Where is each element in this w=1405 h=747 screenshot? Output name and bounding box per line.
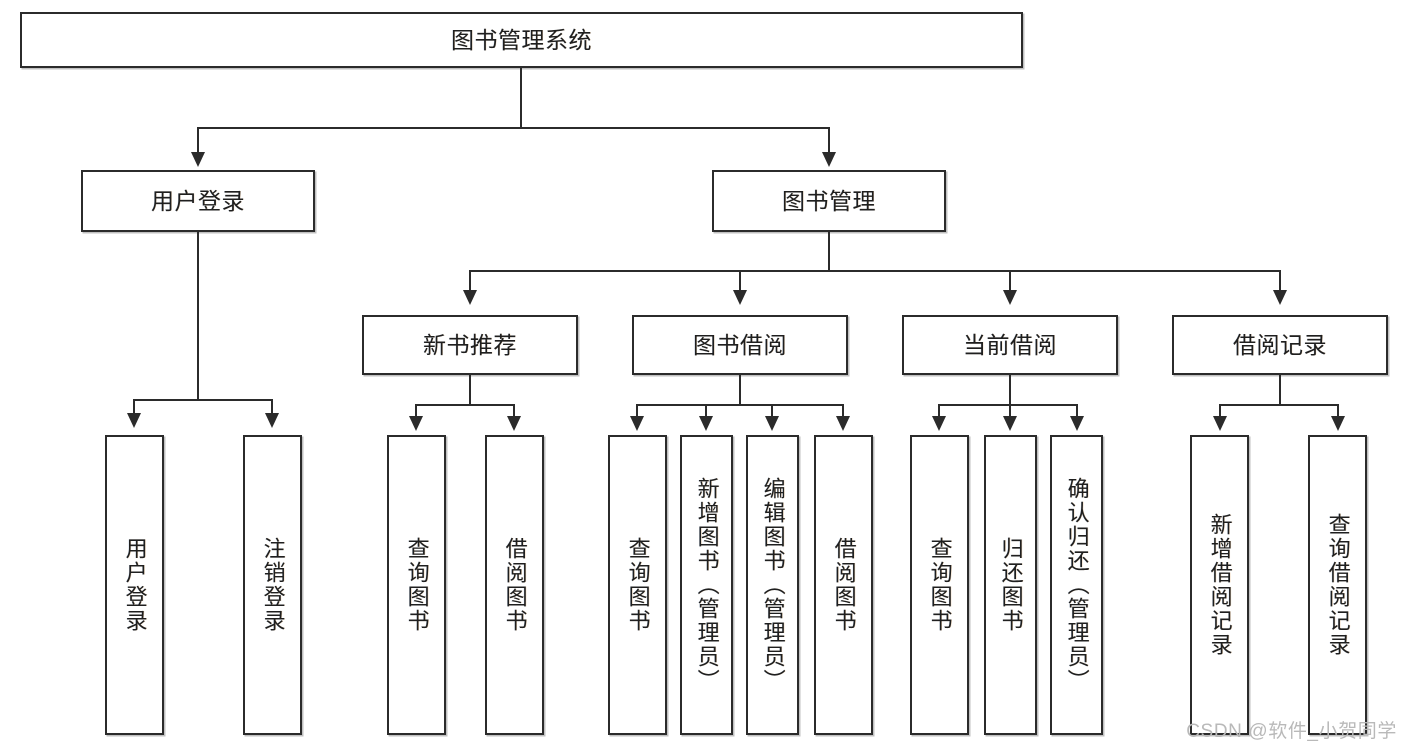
arrow-down-icon xyxy=(265,413,279,428)
leaf-return-book[interactable]: 归还图书 xyxy=(984,435,1037,735)
node-label: 查询图书 xyxy=(927,537,953,633)
node-book-management[interactable]: 图书管理 xyxy=(712,170,946,232)
node-label: 编辑图书（管理员） xyxy=(760,477,786,693)
node-label: 注销登录 xyxy=(260,537,286,633)
arrow-down-icon xyxy=(630,416,644,431)
arrow-down-icon xyxy=(409,416,423,431)
connector-record-bus xyxy=(1219,404,1338,406)
connector-userlogin-bus xyxy=(133,399,271,401)
arrow-down-icon xyxy=(1273,290,1287,305)
arrow-down-icon xyxy=(127,413,141,428)
arrow-down-icon xyxy=(733,290,747,305)
connector-current-bus xyxy=(938,404,1078,406)
connector-recommend-bus xyxy=(415,404,515,406)
arrow-down-icon xyxy=(1070,416,1084,431)
connector-current-drop-2 xyxy=(1009,404,1011,418)
connector-userlogin-stem xyxy=(197,232,199,400)
connector-borrow-stem xyxy=(739,375,741,405)
leaf-query-book-borrow[interactable]: 查询图书 xyxy=(608,435,667,735)
leaf-add-borrow-record[interactable]: 新增借阅记录 xyxy=(1190,435,1249,735)
connector-borrow-drop-1 xyxy=(636,404,638,418)
node-label: 借阅图书 xyxy=(502,537,528,633)
node-label: 确认归还（管理员） xyxy=(1064,477,1090,693)
leaf-borrow-book[interactable]: 借阅图书 xyxy=(814,435,873,735)
leaf-edit-book-admin[interactable]: 编辑图书（管理员） xyxy=(746,435,799,735)
arrow-down-icon xyxy=(699,416,713,431)
leaf-add-book-admin[interactable]: 新增图书（管理员） xyxy=(680,435,733,735)
node-root-system[interactable]: 图书管理系统 xyxy=(20,12,1023,68)
connector-recommend-drop-1 xyxy=(415,404,417,418)
connector-level3-drop-1 xyxy=(469,270,471,292)
connector-current-stem xyxy=(1009,375,1011,405)
arrow-down-icon xyxy=(1331,416,1345,431)
leaf-query-borrow-record[interactable]: 查询借阅记录 xyxy=(1308,435,1367,735)
node-new-book-recommend[interactable]: 新书推荐 xyxy=(362,315,578,375)
connector-record-stem xyxy=(1279,375,1281,405)
connector-current-drop-1 xyxy=(938,404,940,418)
node-user-login[interactable]: 用户登录 xyxy=(81,170,315,232)
leaf-borrow-book-recommend[interactable]: 借阅图书 xyxy=(485,435,544,735)
node-label: 新书推荐 xyxy=(423,331,517,358)
arrow-down-icon xyxy=(1213,416,1227,431)
connector-level3-drop-4 xyxy=(1279,270,1281,292)
node-label: 新增借阅记录 xyxy=(1207,513,1233,657)
arrow-down-icon xyxy=(1003,416,1017,431)
connector-userlogin-drop-2 xyxy=(271,399,273,415)
connector-recommend-drop-2 xyxy=(513,404,515,418)
node-label: 用户登录 xyxy=(151,187,245,214)
leaf-query-book-recommend[interactable]: 查询图书 xyxy=(387,435,446,735)
connector-borrow-drop-3 xyxy=(771,404,773,418)
leaf-confirm-return-admin[interactable]: 确认归还（管理员） xyxy=(1050,435,1103,735)
arrow-down-icon xyxy=(822,152,836,167)
leaf-user-login[interactable]: 用户登录 xyxy=(105,435,164,735)
connector-level3-drop-2 xyxy=(739,270,741,292)
arrow-down-icon xyxy=(765,416,779,431)
node-label: 查询图书 xyxy=(404,537,430,633)
node-current-borrow[interactable]: 当前借阅 xyxy=(902,315,1118,375)
node-label: 查询图书 xyxy=(625,537,651,633)
connector-userlogin-drop-1 xyxy=(133,399,135,415)
node-label: 图书管理 xyxy=(782,187,876,214)
node-label: 借阅图书 xyxy=(831,537,857,633)
leaf-logout[interactable]: 注销登录 xyxy=(243,435,302,735)
connector-borrow-drop-2 xyxy=(705,404,707,418)
arrow-down-icon xyxy=(836,416,850,431)
csdn-watermark: CSDN @软件_小贺同学 xyxy=(1186,721,1397,742)
node-label: 新增图书（管理员） xyxy=(694,477,720,693)
connector-borrow-drop-4 xyxy=(842,404,844,418)
connector-record-drop-1 xyxy=(1219,404,1221,418)
node-borrow-record[interactable]: 借阅记录 xyxy=(1172,315,1388,375)
node-label: 当前借阅 xyxy=(963,331,1057,358)
connector-root-stem xyxy=(520,68,522,128)
connector-record-drop-2 xyxy=(1337,404,1339,418)
connector-level3-drop-3 xyxy=(1009,270,1011,292)
node-book-borrow[interactable]: 图书借阅 xyxy=(632,315,848,375)
connector-level2-bus xyxy=(197,127,829,129)
node-label: 用户登录 xyxy=(122,537,148,633)
arrow-down-icon xyxy=(932,416,946,431)
arrow-down-icon xyxy=(507,416,521,431)
node-label: 归还图书 xyxy=(998,537,1024,633)
node-label: 图书管理系统 xyxy=(451,26,592,53)
connector-level2-drop-1 xyxy=(197,127,199,154)
connector-level3-bus xyxy=(469,270,1280,272)
arrow-down-icon xyxy=(463,290,477,305)
arrow-down-icon xyxy=(191,152,205,167)
node-label: 图书借阅 xyxy=(693,331,787,358)
node-label: 查询借阅记录 xyxy=(1325,513,1351,657)
leaf-query-book-current[interactable]: 查询图书 xyxy=(910,435,969,735)
connector-current-drop-3 xyxy=(1076,404,1078,418)
connector-bookmgmt-stem xyxy=(828,232,830,271)
connector-recommend-stem xyxy=(469,375,471,405)
connector-borrow-bus xyxy=(636,404,843,406)
node-label: 借阅记录 xyxy=(1233,331,1327,358)
connector-level2-drop-2 xyxy=(828,127,830,154)
arrow-down-icon xyxy=(1003,290,1017,305)
